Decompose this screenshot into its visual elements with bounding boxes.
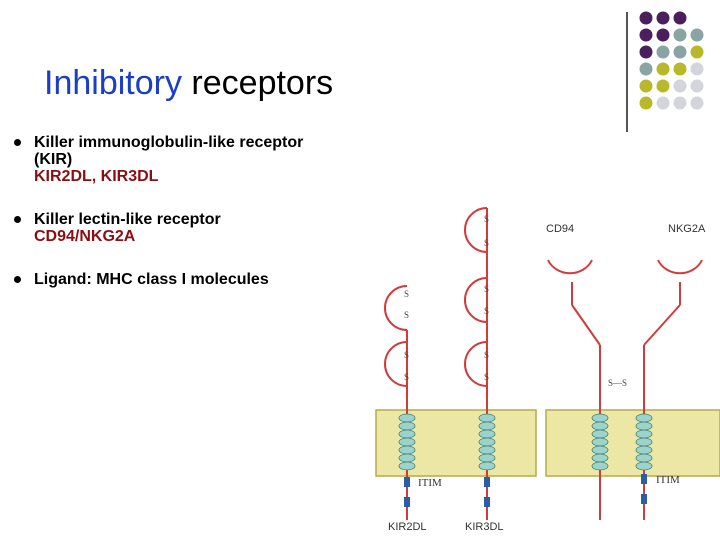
decorative-dot [673, 79, 687, 93]
helix-turn [591, 445, 609, 455]
membrane-cd94 [545, 409, 720, 477]
decorative-dot [656, 96, 670, 110]
helix-turn [398, 429, 416, 439]
decorative-dot [656, 28, 670, 42]
helix-turn [635, 421, 653, 431]
helix-turn [478, 413, 496, 423]
itim-motif [641, 474, 647, 484]
bullet-lectin: Killer lectin-like receptor CD94/NKG2A [14, 211, 374, 245]
decorative-dot [639, 11, 653, 25]
decorative-dot [656, 79, 670, 93]
slide-title: Inhibitory receptors [44, 64, 333, 103]
bullet-list: Killer immunoglobulin-like receptor (KIR… [14, 134, 374, 288]
helix-turn [591, 429, 609, 439]
helix-turn [591, 421, 609, 431]
ss-label: S [484, 350, 489, 360]
kir-disulfide-labels: S S S S S S S S S S [404, 214, 489, 382]
bullet-ligand-line1: Ligand: MHC class I molecules [34, 271, 269, 288]
ss-label: S [404, 310, 409, 320]
decorative-dot [639, 62, 653, 76]
bullet-kir-line1: Killer immunoglobulin-like receptor [34, 134, 304, 151]
helix-turn [478, 429, 496, 439]
itim-boxes [404, 474, 647, 507]
ss-label: S [404, 372, 409, 382]
label-itim-left: ITIM [418, 477, 442, 489]
decorative-dot [673, 62, 687, 76]
helix-turn [591, 453, 609, 463]
decorative-dot-grid [639, 11, 704, 110]
itim-motif [484, 497, 490, 507]
label-cd94: CD94 [546, 223, 574, 235]
decorative-dot [690, 28, 704, 42]
label-itim-right: ITIM [656, 474, 680, 486]
bullet-dot-icon [14, 139, 21, 146]
bullet-dot-icon [14, 276, 21, 283]
helix-turn [635, 437, 653, 447]
decorative-dot [673, 45, 687, 59]
transmembrane-helices [398, 413, 653, 471]
label-nkg2a: NKG2A [668, 223, 706, 235]
decorative-dot [656, 11, 670, 25]
ss-label: S [484, 306, 489, 316]
bullet-ligand: Ligand: MHC class I molecules [14, 271, 374, 288]
helix-turn [635, 461, 653, 471]
ss-label: S [484, 284, 489, 294]
itim-motif [641, 494, 647, 504]
itim-motif [484, 477, 490, 487]
decorative-dot [690, 96, 704, 110]
helix-turn [635, 445, 653, 455]
title-accent: Inhibitory [44, 64, 182, 102]
helix-turn [635, 453, 653, 463]
helix-turn [591, 461, 609, 471]
bullet-kir: Killer immunoglobulin-like receptor (KIR… [14, 134, 374, 185]
decorative-dot [639, 79, 653, 93]
decorative-dot [690, 79, 704, 93]
itim-motif [404, 477, 410, 487]
bullet-lectin-sub: CD94/NKG2A [34, 228, 136, 245]
ss-label: S [484, 214, 489, 224]
ss-label: S [484, 238, 489, 248]
decorative-dot [639, 28, 653, 42]
bullet-kir-line2: (KIR) [34, 151, 73, 168]
helix-turn [478, 421, 496, 431]
helix-turn [478, 461, 496, 471]
helix-turn [478, 453, 496, 463]
bullet-kir-sub: KIR2DL, KIR3DL [34, 168, 159, 185]
bullet-dot-icon [14, 216, 21, 223]
label-kir2dl: KIR2DL [388, 521, 427, 533]
decorative-divider [626, 12, 628, 132]
ss-label: S [404, 350, 409, 360]
helix-turn [591, 437, 609, 447]
label-kir3dl: KIR3DL [465, 521, 504, 533]
decorative-dot [673, 11, 687, 25]
ss-bridge-label: S—S [608, 378, 627, 388]
helix-turn [398, 445, 416, 455]
ss-label: S [484, 372, 489, 382]
kir2dl-receptor [384, 285, 408, 520]
decorative-dot [639, 45, 653, 59]
helix-turn [478, 445, 496, 455]
decorative-dot [639, 96, 653, 110]
helix-turn [398, 413, 416, 423]
helix-turn [398, 437, 416, 447]
helix-turn [398, 421, 416, 431]
helix-turn [398, 453, 416, 463]
decorative-dot [656, 62, 670, 76]
title-rest: receptors [191, 64, 334, 102]
itim-motif [404, 497, 410, 507]
ss-label: S [404, 289, 409, 299]
helix-turn [591, 413, 609, 423]
decorative-dot [656, 45, 670, 59]
helix-turn [478, 437, 496, 447]
helix-turn [398, 461, 416, 471]
decorative-dot [673, 96, 687, 110]
helix-turn [635, 429, 653, 439]
decorative-dot [690, 62, 704, 76]
decorative-dot [690, 45, 704, 59]
receptor-diagram: S S S S S S S S S S S—S CD94 NKG2A ITIM … [375, 207, 720, 533]
bullet-lectin-line1: Killer lectin-like receptor [34, 211, 221, 228]
helix-turn [635, 413, 653, 423]
decorative-dot [673, 28, 687, 42]
